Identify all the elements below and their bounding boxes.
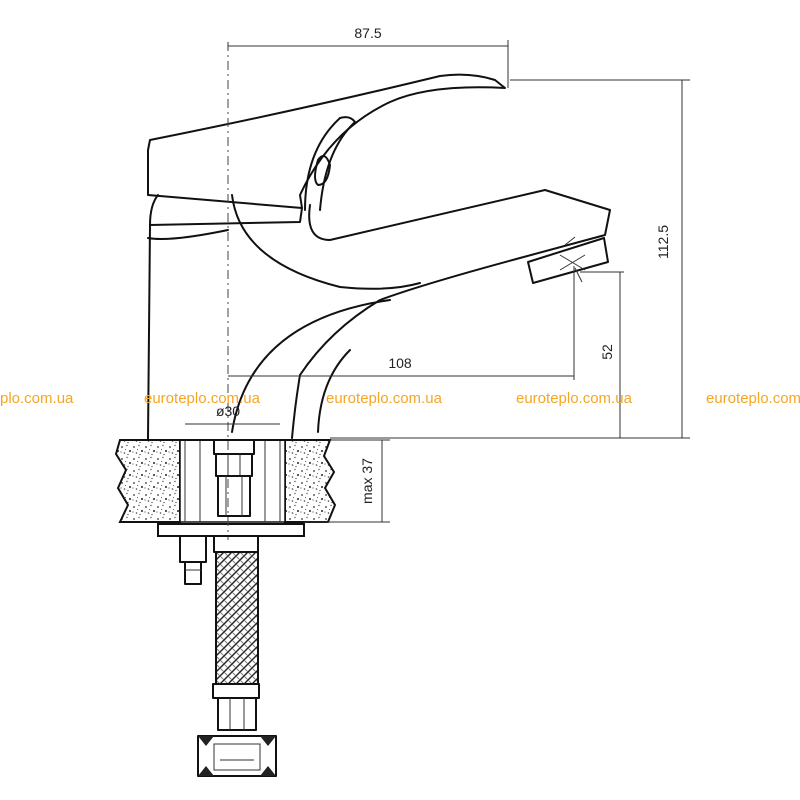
braided-hose	[197, 551, 277, 777]
dim-spout-height-label: 52	[599, 344, 615, 360]
watermark-text: euroteplo.com.ua	[144, 390, 261, 407]
countertop	[114, 439, 337, 537]
dimension-max-thickness: max 37	[304, 439, 390, 523]
under-sink-fittings	[179, 439, 259, 585]
dim-hole-diameter-label: ø30	[216, 403, 240, 419]
aerator	[527, 236, 609, 284]
hose-nut	[197, 735, 277, 777]
watermark-row: plo.com.ua euroteplo.com.ua euroteplo.co…	[0, 390, 800, 407]
dimension-spout-height: 52	[580, 271, 624, 438]
faucet-body	[147, 73, 611, 441]
dimension-height: 112.5	[330, 79, 690, 439]
watermark-text: euroteplo.com.ua	[516, 390, 633, 407]
watermark-text: euroteplo.com.ua	[706, 390, 800, 407]
dim-top-width-label: 87.5	[354, 25, 381, 41]
dimension-top-width: 87.5	[227, 25, 509, 88]
countertop-right-block	[284, 439, 337, 523]
spout	[299, 189, 611, 376]
mounting-plate	[157, 523, 305, 537]
dim-height-label: 112.5	[655, 225, 671, 259]
dim-spout-reach-label: 108	[388, 355, 412, 371]
dimension-spout-reach: 108	[228, 266, 575, 380]
countertop-left-block	[114, 439, 181, 523]
mounting-hole	[179, 439, 286, 523]
lever-handle	[147, 73, 506, 209]
watermark-text: euroteplo.com.ua	[326, 390, 443, 407]
dim-max-thickness-label: max 37	[359, 458, 375, 504]
watermark-text: plo.com.ua	[0, 390, 74, 407]
dimension-hole-diameter: ø30	[185, 403, 280, 425]
